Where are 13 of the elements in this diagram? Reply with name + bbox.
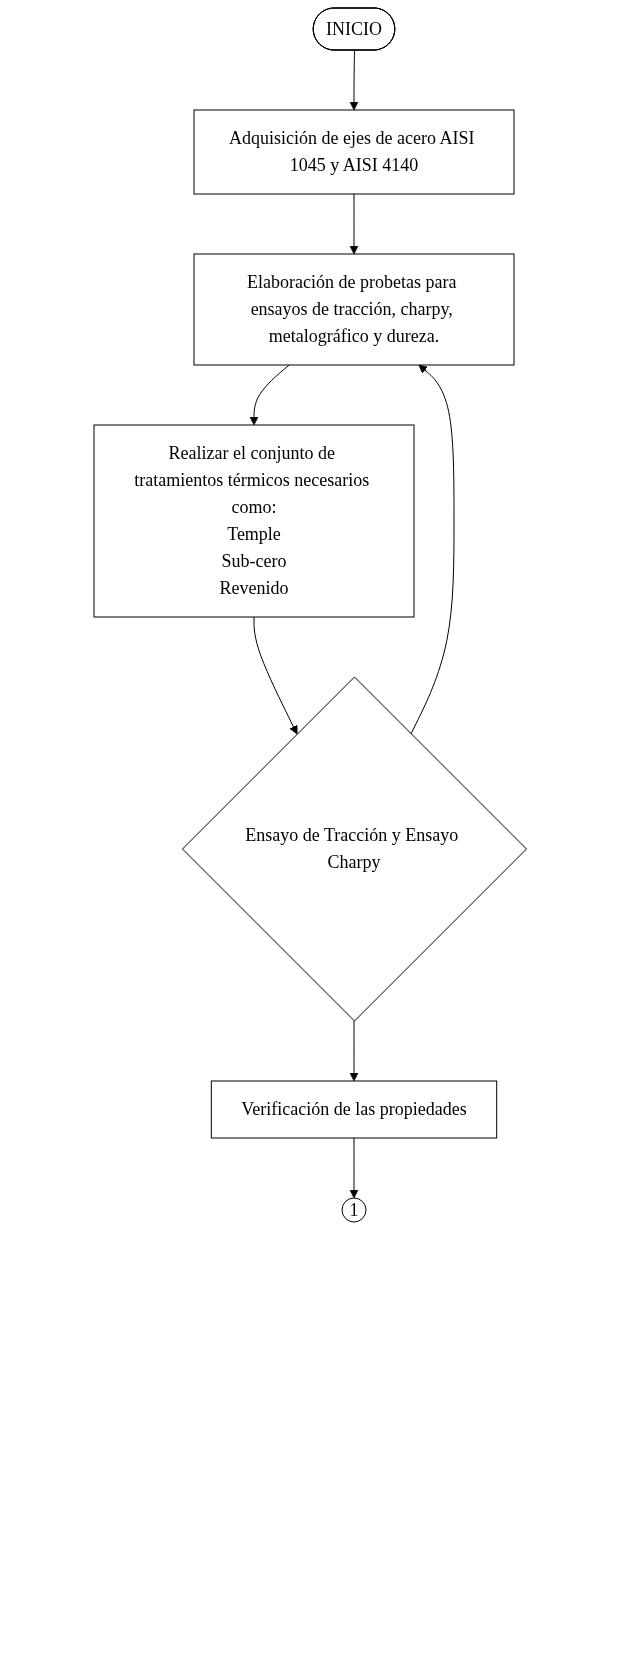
arrow <box>349 1137 359 1199</box>
arrow <box>349 193 359 255</box>
arrow <box>349 50 359 111</box>
node-box: Verificación de las propiedades <box>211 1080 498 1139</box>
arrow <box>253 616 298 735</box>
node-diamond: Ensayo de Tracción y Ensayo Charpy <box>182 676 528 1022</box>
arrow <box>349 1020 359 1082</box>
arrow <box>410 364 455 735</box>
node-box: Realizar el conjunto de tratamientos térmicos necesarios como: Temple Sub-cero Revenido <box>93 424 415 618</box>
node-box: Adquisición de ejes de acero AISI 1045 y AISI 4140 <box>193 109 515 195</box>
node-box: Elaboración de probetas para ensayos de tracción, charpy, metalográfico y dureza. <box>193 253 515 366</box>
arrow <box>249 364 290 426</box>
node-circle: 1 <box>341 1197 367 1223</box>
